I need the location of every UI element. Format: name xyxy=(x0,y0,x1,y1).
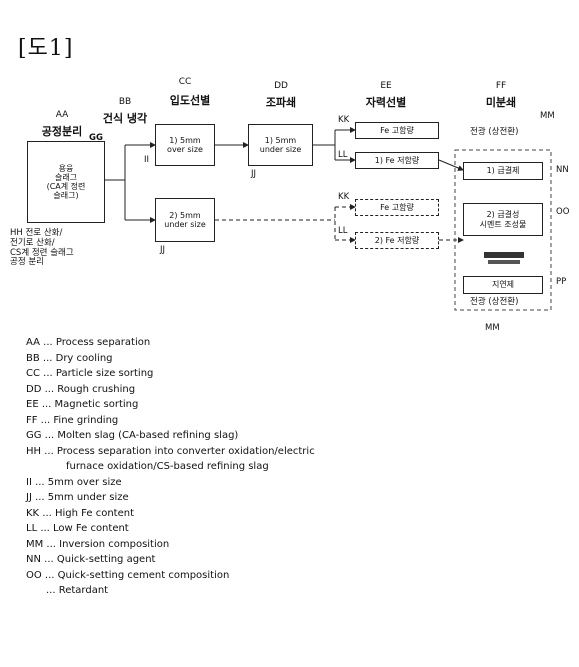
cement-composition-box: 2) 급결성 시멘트 조성물 xyxy=(463,203,543,236)
label-ii: II xyxy=(144,155,150,165)
molten-slag-box: 용융 슬래그 (CA계 정련 슬래그) xyxy=(27,141,105,223)
legend-row: LL ... Low Fe content xyxy=(26,523,129,534)
legend-row: EE ... Magnetic sorting xyxy=(26,399,139,410)
over-size-box: 1) 5mm over size xyxy=(155,124,215,166)
stage-dd-code: DD xyxy=(274,81,288,91)
stage-bb-code: BB xyxy=(118,97,132,107)
legend-row: GG ... Molten slag (CA-based refining sl… xyxy=(26,430,239,441)
label-mm-bottom-code: MM xyxy=(485,323,500,333)
legend: AA ... Process separation BB ... Dry coo… xyxy=(26,335,315,599)
figure-title: [도1] xyxy=(18,36,74,61)
legend-row: II ... 5mm over size xyxy=(26,476,122,488)
label-jj-crushed: JJ xyxy=(251,169,257,179)
fe-low-box-2: 2) Fe 저함량 xyxy=(355,232,439,249)
label-ll-1: LL xyxy=(338,150,348,160)
legend-row: CC ... Particle size sorting xyxy=(26,368,154,379)
fe-low-box-1: 1) Fe 저함량 xyxy=(355,152,439,169)
label-oo: OO xyxy=(556,207,570,217)
legend-row: ... Retardant xyxy=(46,585,109,596)
retardant-box: 지연제 xyxy=(463,276,543,294)
label-kk-2: KK xyxy=(338,192,350,202)
label-kk-1: KK xyxy=(338,115,350,125)
fe-high-box-1: Fe 고함량 xyxy=(355,122,439,139)
label-pp: PP xyxy=(556,277,567,287)
legend-row: HH ... Process separation into converter… xyxy=(26,445,315,457)
stage-dd-label: 조파쇄 xyxy=(265,96,297,109)
stage-bb-label: 건식 냉각 xyxy=(102,112,148,125)
legend-row: FF ... Fine grinding xyxy=(26,414,119,426)
legend-row: OO ... Quick-setting cement composition xyxy=(26,569,230,581)
label-gg: GG xyxy=(89,133,103,143)
crushed-under-size-box: 1) 5mm under size xyxy=(248,124,313,166)
stage-aa-code: AA xyxy=(55,110,69,120)
stage-ee-label: 자력선별 xyxy=(365,96,407,109)
stage-ff-code: FF xyxy=(495,81,507,91)
label-ll-2: LL xyxy=(338,226,348,236)
stage-aa-label: 공정분리 xyxy=(41,125,83,138)
stage-ff-label: 미분쇄 xyxy=(485,96,517,109)
legend-row: JJ ... 5mm under size xyxy=(26,492,129,503)
label-mm-top: 전광 (상전환) xyxy=(470,127,519,137)
quick-setting-agent-box: 1) 급결제 xyxy=(463,162,543,180)
stage-ee-code: EE xyxy=(380,81,392,91)
label-hh: HH 전로 산화/ 전기로 산화/ CS계 정련 슬래그 공정 분리 xyxy=(10,228,74,268)
stage-cc-label: 입도선별 xyxy=(169,94,211,107)
label-nn: NN xyxy=(556,165,569,175)
legend-row: furnace oxidation/CS-based refining slag xyxy=(66,461,269,472)
legend-row: DD ... Rough crushing xyxy=(26,383,136,395)
label-jj-under: JJ xyxy=(160,245,166,255)
label-mm-top-code: MM xyxy=(540,111,555,121)
legend-row: NN ... Quick-setting agent xyxy=(26,554,156,565)
under-size-box: 2) 5mm under size xyxy=(155,198,215,242)
legend-row: AA ... Process separation xyxy=(26,337,151,348)
legend-row: KK ... High Fe content xyxy=(26,507,134,519)
stage-cc-code: CC xyxy=(178,77,192,87)
legend-row: BB ... Dry cooling xyxy=(26,352,113,364)
fe-high-box-2: Fe 고함량 xyxy=(355,199,439,216)
legend-row: MM ... Inversion composition xyxy=(26,538,170,550)
label-mm-bottom: 전광 (상전환) xyxy=(470,297,519,307)
